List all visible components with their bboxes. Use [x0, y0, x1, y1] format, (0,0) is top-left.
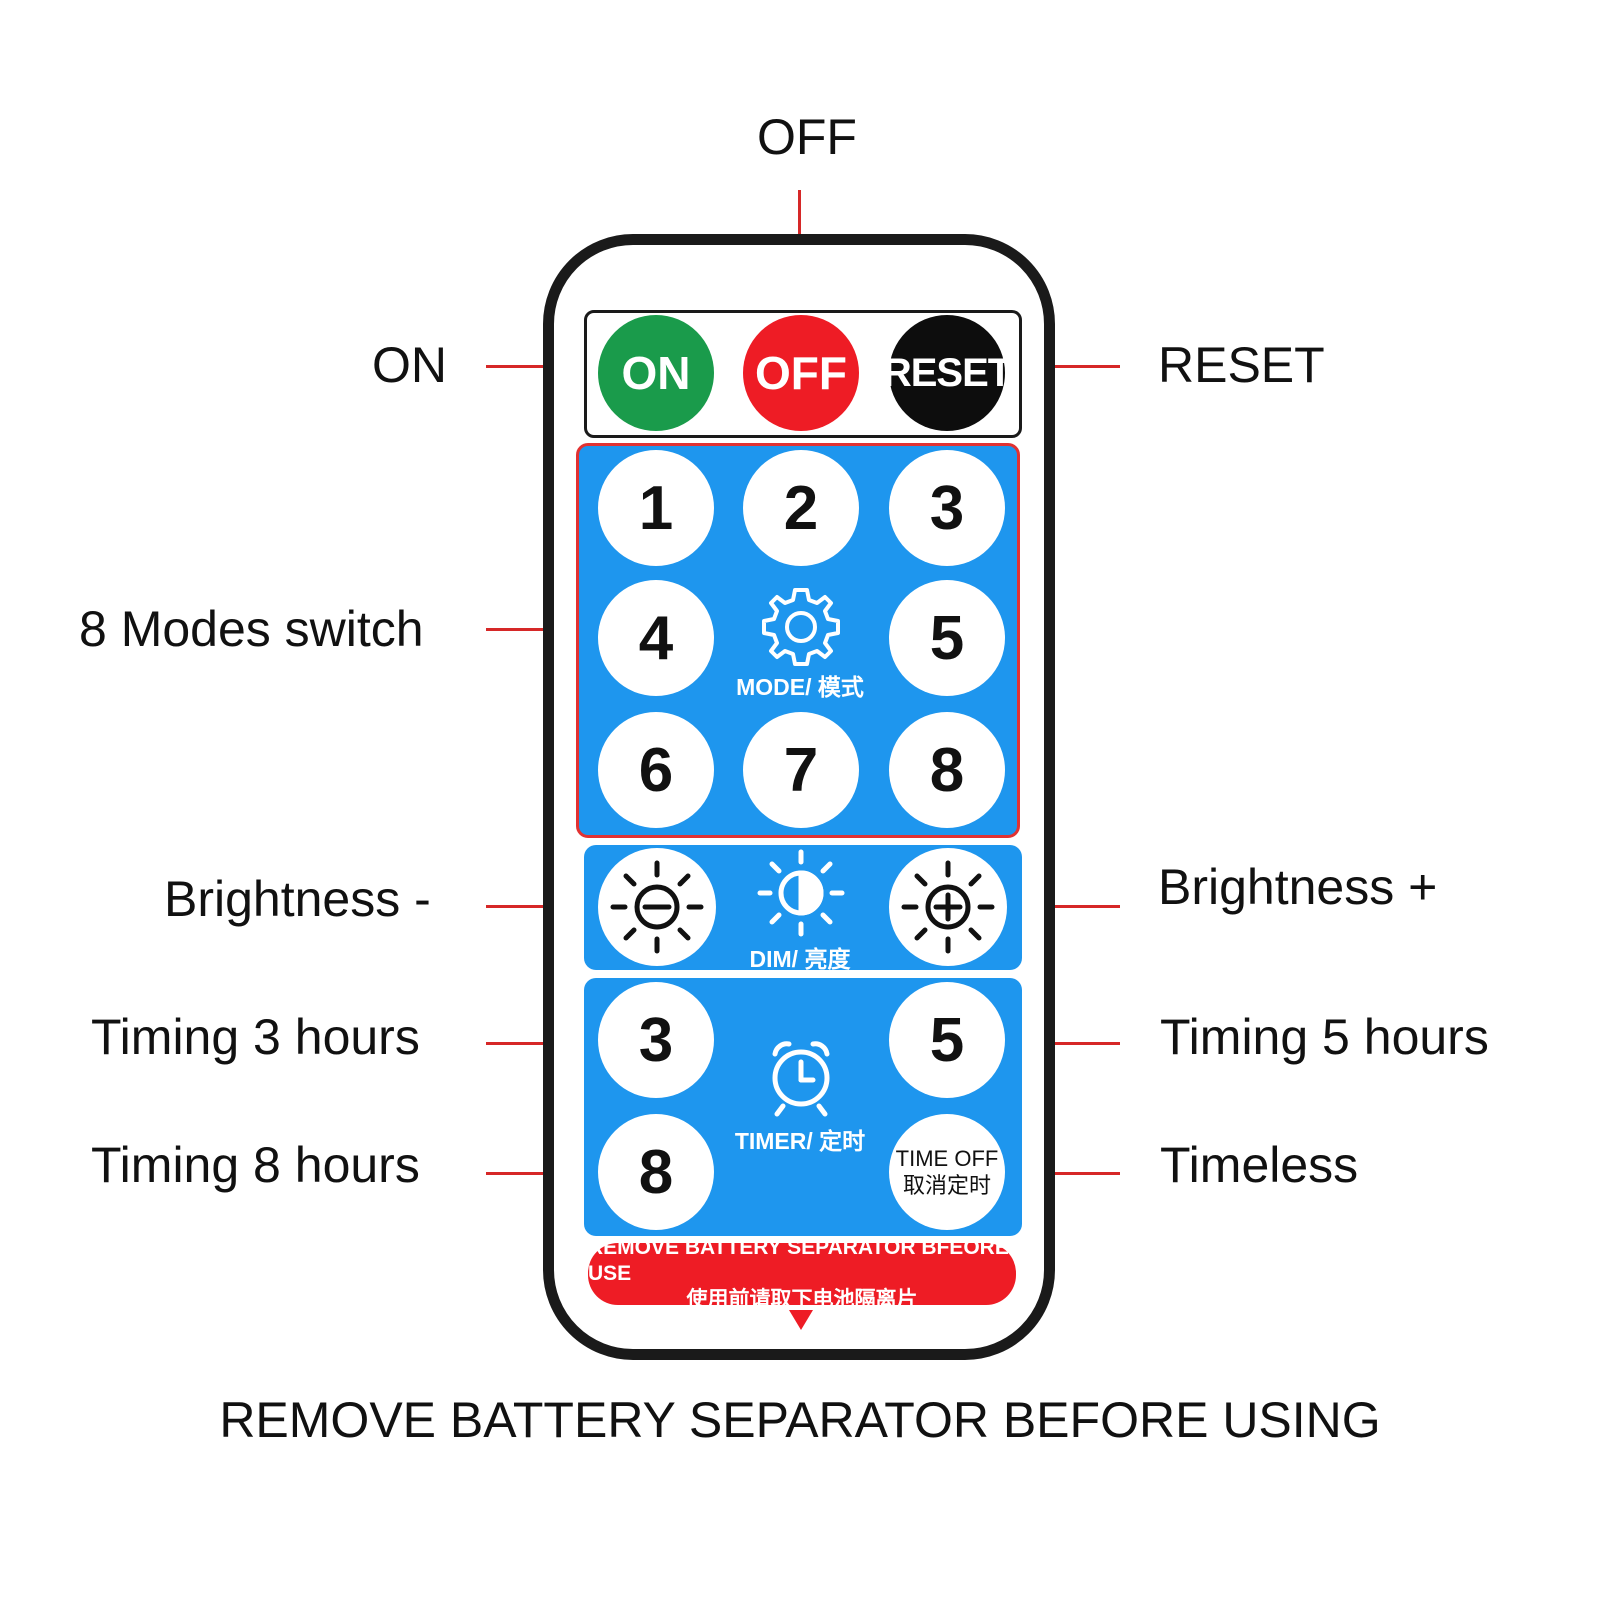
leader-line-modes — [486, 628, 582, 631]
off-button[interactable]: OFF — [743, 315, 859, 431]
mode-8-button[interactable]: 8 — [889, 712, 1005, 828]
annotation-timeless: Timeless — [1160, 1137, 1359, 1193]
on-button[interactable]: ON — [598, 315, 714, 431]
timer-3h-button[interactable]: 3 — [598, 982, 714, 1098]
reset-button[interactable]: RESET — [883, 315, 1012, 431]
annotation-modes: 8 Modes switch — [79, 601, 424, 657]
brightness-minus-button[interactable] — [598, 848, 716, 966]
annotation-on: ON — [372, 337, 447, 393]
annotation-timing3: Timing 3 hours — [91, 1009, 420, 1065]
mode-4-button[interactable]: 4 — [598, 580, 714, 696]
mode-5-button[interactable]: 5 — [889, 580, 1005, 696]
arrow-down-icon — [789, 1310, 813, 1330]
timer-5h-button[interactable]: 5 — [889, 982, 1005, 1098]
leader-line-timing5 — [1005, 1042, 1120, 1045]
mode-label: MODE/ 模式 — [736, 674, 864, 700]
alarm-clock-icon — [772, 1041, 830, 1117]
leader-line-brightness-minus — [486, 905, 598, 908]
sun-plus-icon — [901, 860, 995, 954]
leader-line-timing3 — [486, 1042, 598, 1045]
battery-separator-tab[interactable]: REMOVE BATTERY SEPARATOR BFEORE USE 使用前请… — [588, 1236, 1016, 1311]
annotation-reset: RESET — [1158, 337, 1325, 393]
sun-minus-icon — [610, 860, 704, 954]
mode-6-button[interactable]: 6 — [598, 712, 714, 828]
leader-line-on — [486, 365, 598, 368]
mode-2-button[interactable]: 2 — [743, 450, 859, 566]
annotation-timing5: Timing 5 hours — [1160, 1009, 1489, 1065]
annotation-brightness-plus: Brightness + — [1158, 859, 1438, 915]
gear-icon — [762, 588, 840, 666]
half-sun-icon — [757, 849, 845, 937]
brightness-plus-button[interactable] — [889, 848, 1007, 966]
timer-label: TIMER/ 定时 — [734, 1128, 866, 1154]
separator-text-cn: 使用前请取下电池隔离片 — [686, 1288, 918, 1312]
separator-text-en: REMOVE BATTERY SEPARATOR BFEORE USE — [588, 1235, 1009, 1285]
time-off-label-cn: 取消定时 — [902, 1173, 991, 1198]
mode-3-button[interactable]: 3 — [889, 450, 1005, 566]
annotation-timing8: Timing 8 hours — [91, 1137, 420, 1193]
footer-note: REMOVE BATTERY SEPARATOR BEFORE USING — [219, 1392, 1381, 1448]
mode-1-button[interactable]: 1 — [598, 450, 714, 566]
dim-label: DIM/ 亮度 — [749, 946, 851, 972]
leader-line-brightness-plus — [1005, 905, 1120, 908]
leader-line-timing8 — [486, 1172, 598, 1175]
time-off-label-en: TIME OFF — [895, 1145, 999, 1171]
annotation-brightness-minus: Brightness - — [164, 871, 431, 927]
mode-7-button[interactable]: 7 — [743, 712, 859, 828]
leader-line-timeless — [1005, 1172, 1120, 1175]
time-off-button[interactable]: TIME OFF 取消定时 — [889, 1114, 1005, 1230]
timer-8h-button[interactable]: 8 — [598, 1114, 714, 1230]
annotation-off: OFF — [757, 109, 857, 165]
leader-line-reset — [1005, 365, 1120, 368]
